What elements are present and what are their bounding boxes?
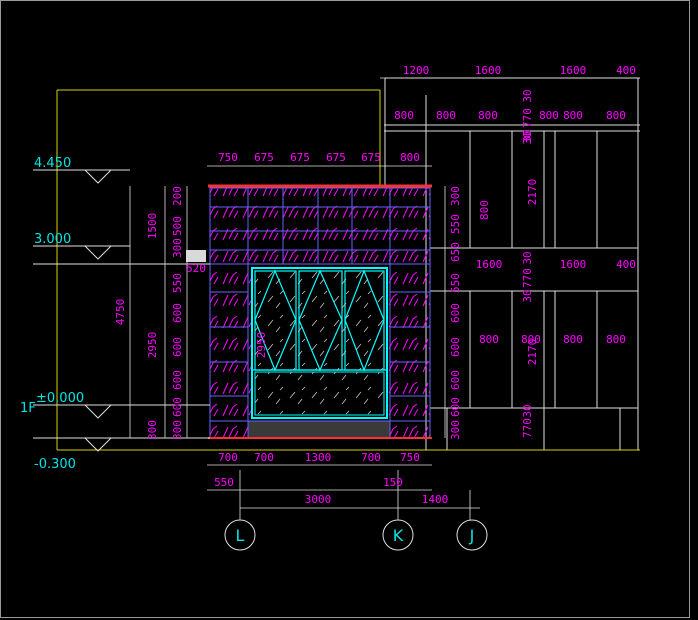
dim-mid-r800b: 800 — [521, 333, 541, 346]
dim-right-chain: 600 — [449, 337, 462, 357]
dim-main-top: 675 — [361, 151, 381, 164]
dim-left-chain: 300 — [171, 238, 184, 258]
axis-label: K — [393, 526, 404, 545]
axis-bubble — [382, 519, 414, 551]
dim-left-chain: 600 — [171, 397, 184, 417]
dim-top-row: 400 — [616, 64, 636, 77]
axis-label: J — [469, 526, 475, 545]
dim-left-chain: 550 — [171, 273, 184, 293]
dim-mid-r800: 800 — [478, 200, 491, 220]
dim-bottom: 700 — [254, 451, 274, 464]
dim-left-chain: 600 — [171, 337, 184, 357]
dim-bottom: 1300 — [305, 451, 332, 464]
floor-label: 1F — [20, 401, 36, 416]
dim-left-lower: 2950 — [146, 332, 159, 359]
dim-top-row: 1200 — [403, 64, 430, 77]
dim-right-row2: 800 — [478, 109, 498, 122]
dim-right-row2: 800 — [394, 109, 414, 122]
dim-right-row2: 800 — [563, 109, 583, 122]
dim-right-row2: 800 — [539, 109, 559, 122]
dim-left-upper: 1500 — [146, 213, 159, 240]
dim-main-top: 750 — [218, 151, 238, 164]
dim-mid-h2170a: 2170 — [526, 179, 539, 206]
dim-mid-h30c: 30 — [521, 129, 534, 142]
dim-right-chain: 650 — [449, 242, 462, 262]
dim-right-chain: 550 — [449, 273, 462, 293]
axis-bubble — [456, 519, 488, 551]
dim-bottom2: 150 — [383, 476, 403, 489]
window-height-label: 2950 — [255, 332, 268, 359]
window — [251, 267, 388, 419]
dim-mid-h2170b: 2170 — [526, 339, 539, 366]
dim-right-chain: 600 — [449, 370, 462, 390]
dimension-lines — [129, 77, 640, 520]
dim-top-row: 1600 — [560, 64, 587, 77]
dim-left-chain: 500 — [171, 216, 184, 236]
dim-extra-800: 800 — [606, 333, 626, 346]
dim-right-chain: 300 — [449, 186, 462, 206]
level-0: ±0.000 — [36, 391, 84, 406]
axis-bubble — [224, 519, 256, 551]
dim-mid-r1600a: 1600 — [476, 258, 503, 271]
dim-right-row2-small: 30 — [521, 89, 534, 102]
level-3000: 3.000 — [34, 232, 71, 247]
dim-main-top: 675 — [254, 151, 274, 164]
dim-right-row2: 800 — [606, 109, 626, 122]
axis-label: L — [236, 526, 245, 545]
dim-main-top: 800 — [400, 151, 420, 164]
dim-bottom2: 1400 — [422, 493, 449, 506]
dim-right-chain: 550 — [449, 214, 462, 234]
dim-right-chain: 300 — [449, 420, 462, 440]
dim-mid-r800a: 800 — [479, 333, 499, 346]
dim-bottom2: 550 — [214, 476, 234, 489]
dim-main-top: 675 — [326, 151, 346, 164]
dim-top-row: 1600 — [475, 64, 502, 77]
dim-left-total: 4750 — [114, 299, 127, 326]
dim-left-chain: 600 — [171, 303, 184, 323]
dim-bottom: 700 — [218, 451, 238, 464]
dim-bottom: 750 — [400, 451, 420, 464]
dim-mid-h770b: 770 — [521, 418, 534, 438]
dim-mid-r1600b: 1600 — [560, 258, 587, 271]
dim-bottom: 700 — [361, 451, 381, 464]
dim-mid-r400: 400 — [616, 258, 636, 271]
dim-right-row2: 800 — [436, 109, 456, 122]
dim-left-bottom: 300 — [146, 420, 159, 440]
dim-mid-h770: 770 — [521, 268, 534, 288]
dim-left-chain: 600 — [171, 370, 184, 390]
dim-left-chain: 200 — [171, 186, 184, 206]
guide-lines — [56, 89, 640, 451]
dim-right-chain: 600 — [449, 303, 462, 323]
dim-left-chain: 300 — [171, 420, 184, 440]
dim-left-chain: 520 — [186, 262, 206, 275]
dim-mid-h30d: 30 — [521, 404, 534, 417]
level-markers — [33, 169, 210, 452]
dim-mid-h30a: 30 — [521, 251, 534, 264]
level-minus-300: -0.300 — [34, 457, 76, 472]
dim-mid-h30b: 30 — [521, 289, 534, 302]
dim-bottom2: 3000 — [305, 493, 332, 506]
dim-mid-r800c: 800 — [563, 333, 583, 346]
dim-right-row2-small: 770 — [521, 108, 534, 128]
level-4450: 4.450 — [34, 156, 71, 171]
dim-right-row2-small: 30 — [521, 131, 534, 144]
dim-main-top: 675 — [290, 151, 310, 164]
dim-right-chain: 600 — [449, 397, 462, 417]
